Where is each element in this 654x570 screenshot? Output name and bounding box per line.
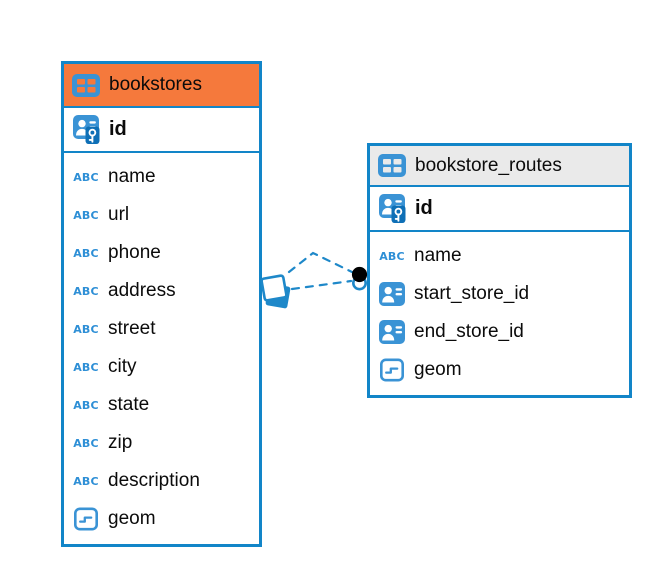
field-label: city	[108, 356, 137, 377]
primary-key-label: id	[415, 197, 433, 219]
text-type-icon: ABC	[73, 436, 99, 450]
field-row-city[interactable]: ABC city	[72, 348, 251, 386]
field-label: name	[108, 166, 156, 187]
user-key-icon	[72, 114, 100, 145]
field-row-name[interactable]: ABC name	[72, 158, 251, 196]
field-row-zip[interactable]: ABC zip	[72, 424, 251, 462]
geometry-icon	[378, 358, 406, 382]
field-label: end_store_id	[414, 321, 524, 342]
table-node-bookstore-routes[interactable]: bookstore_routes id ABC name start_store_i…	[367, 143, 632, 398]
text-type-icon: ABC	[73, 322, 99, 336]
field-row-start_store_id[interactable]: start_store_id	[378, 275, 621, 313]
text-type-icon: ABC	[73, 170, 99, 184]
field-label: description	[108, 470, 200, 491]
text-type-icon: ABC	[73, 360, 99, 374]
many-end-marker-squares-icon[interactable]	[260, 274, 291, 309]
table-header-bookstores[interactable]: bookstores	[64, 64, 259, 108]
table-icon	[72, 73, 100, 97]
relationship-line-upper[interactable]	[287, 251, 354, 274]
primary-key-row[interactable]: id	[64, 108, 259, 153]
user-ref-icon	[378, 320, 406, 344]
field-row-name[interactable]: ABC name	[378, 237, 621, 275]
field-label: street	[108, 318, 156, 339]
relationship-line-lower[interactable]	[290, 279, 353, 291]
field-row-geom[interactable]: geom	[378, 351, 621, 389]
table-header-bookstore-routes[interactable]: bookstore_routes	[370, 146, 629, 187]
field-label: start_store_id	[414, 283, 530, 304]
one-end-marker-dot-icon[interactable]	[351, 266, 368, 291]
primary-key-label: id	[109, 118, 127, 140]
field-row-street[interactable]: ABC street	[72, 310, 251, 348]
user-key-icon	[378, 193, 406, 224]
geometry-icon	[72, 507, 100, 531]
field-label: url	[108, 204, 130, 225]
field-row-url[interactable]: ABC url	[72, 196, 251, 234]
table-title: bookstore_routes	[415, 154, 562, 176]
field-row-geom[interactable]: geom	[72, 500, 251, 538]
text-type-icon: ABC	[379, 249, 405, 263]
field-row-address[interactable]: ABC address	[72, 272, 251, 310]
table-title: bookstores	[109, 74, 202, 95]
field-row-state[interactable]: ABC state	[72, 386, 251, 424]
text-type-icon: ABC	[73, 398, 99, 412]
field-row-phone[interactable]: ABC phone	[72, 234, 251, 272]
field-label: address	[108, 280, 176, 301]
primary-key-row[interactable]: id	[370, 187, 629, 232]
text-type-icon: ABC	[73, 246, 99, 260]
user-ref-icon	[378, 282, 406, 306]
text-type-icon: ABC	[73, 474, 99, 488]
field-label: geom	[108, 508, 156, 529]
text-type-icon: ABC	[73, 208, 99, 222]
field-label: geom	[414, 359, 462, 380]
field-label: phone	[108, 242, 161, 263]
field-label: name	[414, 245, 462, 266]
table-icon	[378, 154, 406, 177]
field-row-end_store_id[interactable]: end_store_id	[378, 313, 621, 351]
text-type-icon: ABC	[73, 284, 99, 298]
field-label: state	[108, 394, 150, 415]
field-row-description[interactable]: ABC description	[72, 462, 251, 500]
field-label: zip	[108, 432, 133, 453]
